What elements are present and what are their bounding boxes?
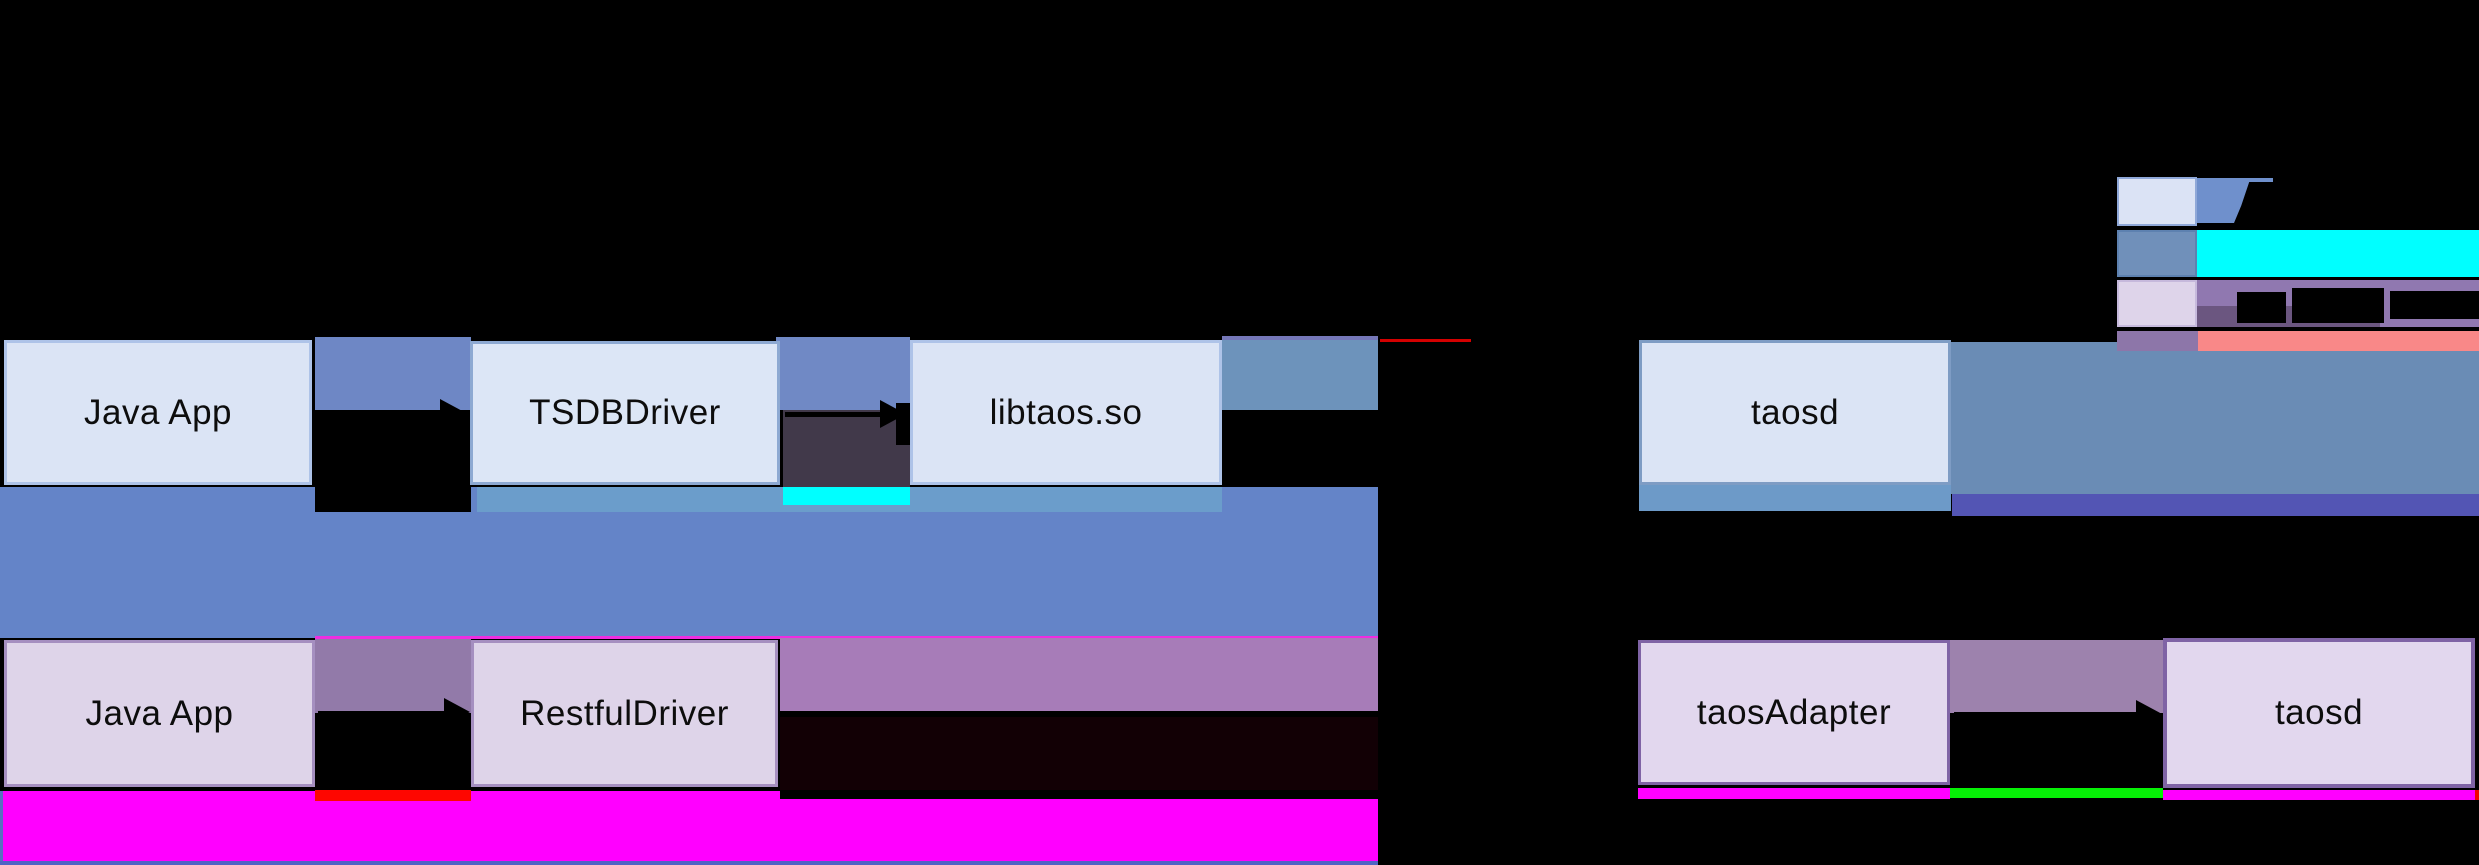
cyan-strip xyxy=(783,487,910,505)
left-blue-edge xyxy=(0,791,3,862)
box-java-app-restful: Java App xyxy=(4,640,315,787)
legend-text-fragment-2 xyxy=(2237,292,2286,323)
magenta-strip-taosd xyxy=(2163,790,2475,800)
magenta-band xyxy=(0,791,1378,863)
legend-swatch-lightblue xyxy=(2117,177,2197,226)
arrow-java-restful xyxy=(318,711,448,716)
arrow-right-icon xyxy=(440,399,466,427)
box-label: Java App xyxy=(85,693,234,733)
box-label: RestfulDriver xyxy=(520,693,729,733)
arrow-adapter-taosd xyxy=(1954,712,2140,717)
red-line xyxy=(1380,339,1471,342)
legend-swatch-purple xyxy=(2117,331,2198,351)
dark-maroon-band xyxy=(780,717,1378,790)
box-libtaos: libtaos.so xyxy=(910,340,1222,485)
legend-text-fragment-4 xyxy=(2390,291,2479,319)
box-label: TSDBDriver xyxy=(529,393,721,432)
box-label: taosd xyxy=(1750,392,1840,432)
arrow-shadow xyxy=(896,403,910,445)
legend-cyan-band xyxy=(2197,230,2479,277)
legend-swatch-lavender xyxy=(2117,280,2197,327)
connector-band-adapter-taosd xyxy=(1950,640,2163,713)
red-sliver xyxy=(2475,790,2479,800)
box-taosd-jni: taosd xyxy=(1639,340,1951,485)
connector-band-tsdb-libtaos xyxy=(776,337,910,410)
middle-blue-band xyxy=(0,487,1378,638)
magenta-strip-adapter xyxy=(1638,788,1950,799)
legend-swatch-steelblue xyxy=(2117,230,2197,277)
red-strip xyxy=(315,790,471,801)
arrow-tsdb-libtaos xyxy=(785,412,885,417)
purple-band-restful xyxy=(780,638,1378,711)
arrow-right-icon xyxy=(2136,700,2162,728)
green-strip xyxy=(1950,788,2163,798)
arrow-right-icon xyxy=(444,698,470,726)
box-taosadapter: taosAdapter xyxy=(1638,640,1950,785)
steel-band-border xyxy=(1222,336,1378,340)
box-restfuldriver: RestfulDriver xyxy=(471,640,778,787)
box-label: Java App xyxy=(84,392,232,432)
legend-salmon-band xyxy=(2198,331,2479,351)
steel-band-libtaos-taosd xyxy=(1222,340,1378,410)
arrow-java-tsdb xyxy=(315,410,447,415)
box-taosd-restful: taosd xyxy=(2163,638,2475,788)
legend-text-fragment-3 xyxy=(2292,288,2384,323)
box-label: taosd xyxy=(2274,693,2364,732)
black-notch-over-magenta xyxy=(780,790,1378,799)
arrow-separator xyxy=(780,711,1378,717)
box-label: libtaos.so xyxy=(989,392,1143,432)
magenta-line xyxy=(315,636,1378,639)
box-label: taosAdapter xyxy=(1696,692,1892,732)
box-java-app-jni: Java App xyxy=(4,340,312,485)
box-tsdbdriver: TSDBDriver xyxy=(470,341,780,485)
black-gap-connector1 xyxy=(315,410,471,512)
indigo-strip xyxy=(1952,494,2479,516)
bottom-blue-line xyxy=(0,861,1378,865)
under-taosd-strip xyxy=(1639,485,1951,511)
